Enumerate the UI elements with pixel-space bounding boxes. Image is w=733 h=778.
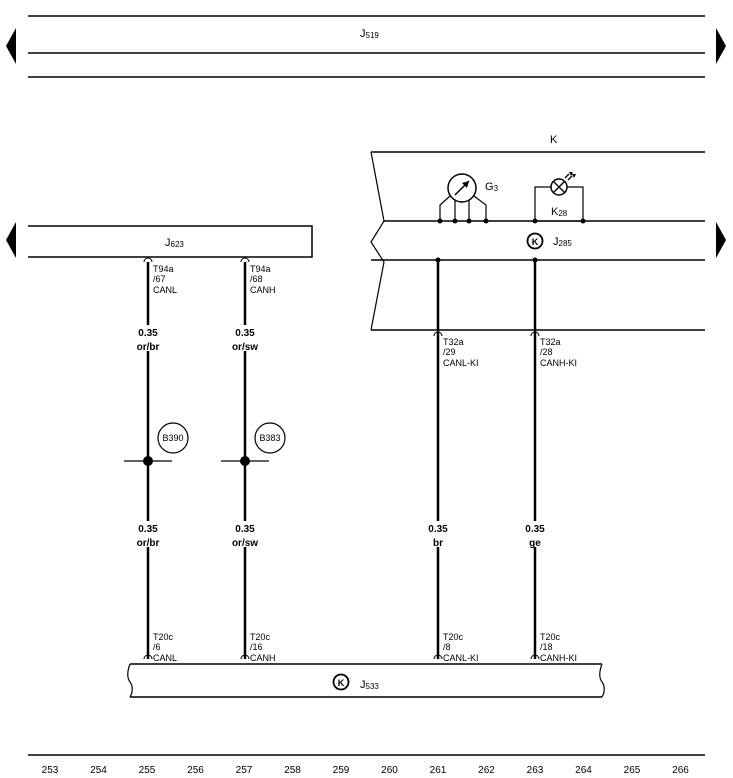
light-rays-icon bbox=[564, 172, 576, 181]
top-pin-signal: CANL bbox=[153, 285, 177, 295]
wire-color-label: or/br bbox=[137, 342, 160, 353]
splice-point-icon bbox=[143, 456, 153, 466]
j533-module: K J533 bbox=[127, 663, 605, 698]
j519-label: J519 bbox=[360, 28, 379, 40]
top-pin-connector: T94a bbox=[153, 264, 174, 274]
j285-label: J285 bbox=[553, 236, 572, 248]
g3-label: G3 bbox=[485, 181, 499, 193]
splice-label: B390 bbox=[162, 433, 183, 443]
svg-text:K: K bbox=[532, 237, 539, 247]
wire-color-label: ge bbox=[529, 538, 541, 549]
connector-pin-icon bbox=[530, 654, 540, 660]
top-pin-signal: CANL-KI bbox=[443, 358, 479, 368]
bottom-pin-connector: T20c bbox=[443, 632, 464, 642]
bottom-pin-number: /8 bbox=[443, 642, 451, 652]
j285-label-group: K J285 bbox=[526, 232, 572, 250]
wire-canh-ki: T32a /28 CANH-KI 0.35 ge T20c /18 CANH-K… bbox=[519, 257, 577, 663]
connector-pin-icon bbox=[433, 331, 443, 337]
bottom-pin-signal: CANH bbox=[250, 653, 276, 663]
k-label: K bbox=[550, 134, 558, 146]
grid-number: 261 bbox=[430, 765, 447, 776]
splice-label: B383 bbox=[259, 433, 280, 443]
grid-number: 257 bbox=[236, 765, 253, 776]
wire-size-label: 0.35 bbox=[138, 328, 158, 339]
k28-lamp: K28 bbox=[532, 172, 586, 224]
grid-number: 266 bbox=[672, 765, 689, 776]
top-pin-connector: T32a bbox=[540, 337, 561, 347]
top-pin-number: /29 bbox=[443, 347, 456, 357]
j533-label: J533 bbox=[360, 679, 379, 691]
bottom-pin-signal: CANL-KI bbox=[443, 653, 479, 663]
right-continuation-arrow-icon bbox=[716, 222, 726, 258]
bottom-pin-signal: CANH-KI bbox=[540, 653, 577, 663]
connector-pin-icon bbox=[530, 331, 540, 337]
grid-number: 259 bbox=[333, 765, 350, 776]
wire-size-label: 0.35 bbox=[138, 524, 158, 535]
connector-pin-icon bbox=[143, 654, 153, 660]
bottom-pin-connector: T20c bbox=[153, 632, 174, 642]
j623-module: J623 bbox=[6, 222, 313, 258]
splice-badge bbox=[254, 422, 286, 454]
grid-reference-bar: 253 254 255 256 257 258 259 260 261 262 263 264 265 2… bbox=[28, 754, 705, 776]
top-pin-number: /68 bbox=[250, 274, 263, 284]
bottom-pin-number: /6 bbox=[153, 642, 161, 652]
top-pin-connector: T32a bbox=[443, 337, 464, 347]
wire-color-label: or/sw bbox=[232, 538, 258, 549]
top-pin-connector: T94a bbox=[250, 264, 271, 274]
j623-label: J623 bbox=[165, 237, 184, 249]
wire-size-label: 0.35 bbox=[428, 524, 448, 535]
connector-pin-icon bbox=[433, 654, 443, 660]
grid-number: 253 bbox=[42, 765, 59, 776]
k-diagnostic-icon bbox=[526, 232, 544, 250]
grid-number: 255 bbox=[139, 765, 156, 776]
bottom-pin-connector: T20c bbox=[540, 632, 561, 642]
connector-pin-icon bbox=[143, 257, 153, 263]
left-continuation-arrow-icon bbox=[6, 222, 16, 258]
top-pin-signal: CANH bbox=[250, 285, 276, 295]
grid-number: 265 bbox=[624, 765, 641, 776]
grid-number: 264 bbox=[575, 765, 592, 776]
k-diagnostic-icon bbox=[332, 673, 350, 691]
j519-module: J519 bbox=[6, 15, 726, 78]
wire-color-label: br bbox=[433, 538, 443, 549]
wire-canh-j623: T94a /68 CANH 0.35 or/sw B383 0.35 or/sw… bbox=[221, 257, 286, 663]
bottom-pin-signal: CANL bbox=[153, 653, 177, 663]
top-pin-number: /67 bbox=[153, 274, 166, 284]
wire-size-label: 0.35 bbox=[235, 328, 255, 339]
connector-pin-icon bbox=[240, 257, 250, 263]
g3-gauge: G3 bbox=[437, 173, 499, 224]
k-housing: K bbox=[370, 134, 726, 331]
right-continuation-arrow-icon bbox=[716, 28, 726, 64]
top-pin-number: /28 bbox=[540, 347, 553, 357]
grid-number: 263 bbox=[527, 765, 544, 776]
wire-color-label: or/br bbox=[137, 538, 160, 549]
grid-number: 258 bbox=[284, 765, 301, 776]
left-continuation-arrow-icon bbox=[6, 28, 16, 64]
grid-number: 254 bbox=[90, 765, 107, 776]
wire-canl-ki: T32a /29 CANL-KI 0.35 br T20c /8 CANL-KI bbox=[422, 257, 479, 663]
grid-number: 262 bbox=[478, 765, 495, 776]
bottom-pin-connector: T20c bbox=[250, 632, 271, 642]
connector-pin-icon bbox=[240, 654, 250, 660]
wire-size-label: 0.35 bbox=[235, 524, 255, 535]
k28-label: K28 bbox=[551, 206, 568, 218]
grid-number: 256 bbox=[187, 765, 204, 776]
wire-size-label: 0.35 bbox=[525, 524, 545, 535]
bottom-pin-number: /18 bbox=[540, 642, 553, 652]
wire-canl-j623: T94a /67 CANL 0.35 or/br B390 0.35 or/br… bbox=[124, 257, 189, 663]
bottom-pin-number: /16 bbox=[250, 642, 263, 652]
top-pin-signal: CANH-KI bbox=[540, 358, 577, 368]
svg-text:K: K bbox=[338, 678, 345, 688]
wire-color-label: or/sw bbox=[232, 342, 258, 353]
grid-number: 260 bbox=[381, 765, 398, 776]
splice-badge bbox=[157, 422, 189, 454]
splice-point-icon bbox=[240, 456, 250, 466]
